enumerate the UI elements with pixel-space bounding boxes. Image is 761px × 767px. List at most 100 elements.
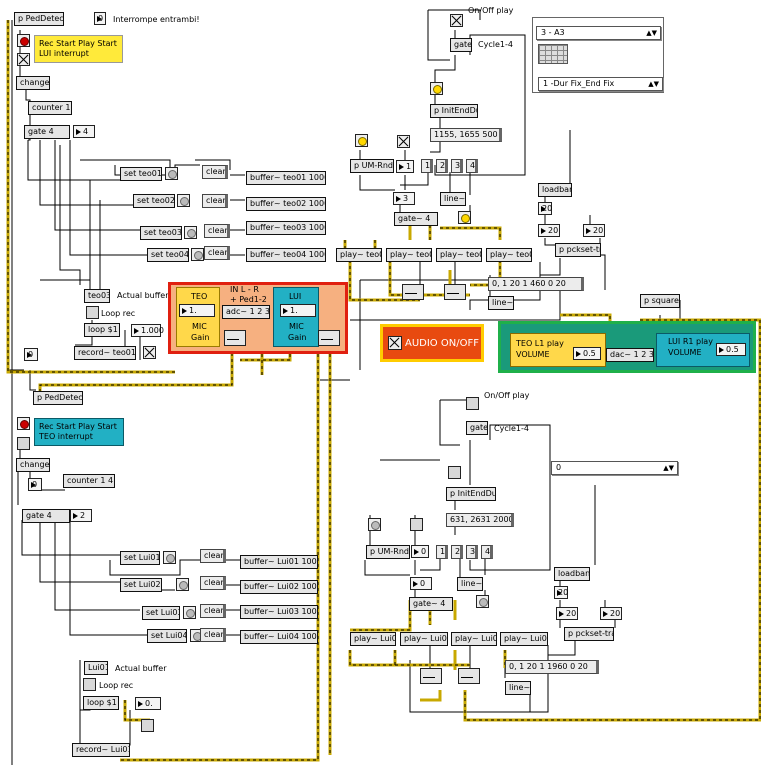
loadbang-lui[interactable]: loadbang [554,567,590,581]
p-umrnd-object[interactable]: p UM-Rnd [350,159,394,173]
bang-lui02[interactable] [176,578,189,591]
mix-meter-b-lui[interactable] [458,668,480,684]
init-end-msg-lui[interactable]: 631, 2631 2000 [446,513,514,527]
play-lui02[interactable]: play~ Lui02 [400,632,448,646]
teo-volume-number[interactable]: 0.5 [573,347,601,360]
loadbang-number[interactable]: 20 [538,202,552,215]
bang-lui04[interactable] [190,629,203,642]
bang-teo02[interactable] [177,194,190,207]
msg-1[interactable]: 1 [421,159,433,173]
loop-rec-toggle-lui[interactable] [83,678,96,691]
p-square-object[interactable]: p square [640,294,680,308]
buffer-lui04[interactable]: buffer~ Lui04 10000 [240,630,318,644]
p-initenddur-lui[interactable]: p InitEndDur [446,487,496,501]
clear-teo03[interactable]: clear [204,224,230,238]
clear-teo02[interactable]: clear [202,194,228,208]
ped-detect-object[interactable]: p PedDetect [14,12,64,26]
set-teo03-msg[interactable]: set teo03 [140,226,182,240]
counter-lui[interactable]: counter 1 4 [63,474,115,488]
gate-number-lui[interactable]: 2 [70,509,92,522]
loop-rec-toggle[interactable] [86,306,99,319]
selector-number[interactable]: 3 [393,192,415,205]
umrnd-toggle[interactable] [397,135,410,148]
mix-meter-b[interactable] [444,284,466,300]
clear-lui01[interactable]: clear [200,549,226,563]
trap-number-b-lui[interactable]: 20 [600,607,622,620]
bang-teo01[interactable] [165,167,178,180]
msg-4-lui[interactable]: 4 [481,545,493,559]
rec-start-bang-lui[interactable] [17,417,30,430]
trap-number-b[interactable]: 20 [583,224,605,237]
preset-menu[interactable]: 3 - A3▲▼ [536,26,661,40]
p-initenddur-object[interactable]: p InitEndDur [430,104,478,118]
mix-meter-a-lui[interactable] [420,668,442,684]
umrnd-bang[interactable] [355,134,368,147]
buffer-lui02[interactable]: buffer~ Lui02 10000 [240,580,318,594]
umrnd-number[interactable]: 1 [396,160,414,173]
buffer-teo02[interactable]: buffer~ teo02 10000 [246,197,326,211]
set-lui04[interactable]: set Lui04 [147,629,187,643]
line-object-2[interactable]: line~ [488,296,514,310]
index-number[interactable]: 0 [24,348,38,361]
bang-teo04[interactable] [191,248,204,261]
duration-menu[interactable]: 1 -Dur Fix_End Fix▲▼ [538,77,663,91]
bang-lui03[interactable] [183,606,196,619]
set-teo02-msg[interactable]: set teo02 [133,194,175,208]
mix-meter-a[interactable] [402,284,424,300]
line-envelope-msg[interactable]: 0, 1 20 1 460 0 20 [488,277,584,291]
ped-detect-lui[interactable]: p PedDetect [33,391,83,405]
gate-object[interactable]: gate [450,38,472,52]
msg-2-lui[interactable]: 2 [451,545,463,559]
buffer-lui03[interactable]: buffer~ Lui03 10000 [240,605,318,619]
record-toggle[interactable] [143,346,156,359]
counter-object[interactable]: counter 1 4 [28,101,72,115]
loadbang-number-lui[interactable]: 20 [554,586,568,599]
menu-zero[interactable]: 0▲▼ [551,461,678,475]
clear-teo04[interactable]: clear [204,246,230,260]
rate-number[interactable]: 1.000 [131,324,164,337]
line-envelope-msg-lui[interactable]: 0, 1 20 1 1960 0 20 [505,660,599,674]
pckset-trap-object[interactable]: p pckset-trap [555,243,601,257]
set-lui01[interactable]: set Lui01 [120,551,160,565]
msg-2[interactable]: 2 [436,159,448,173]
msg-1-lui[interactable]: 1 [436,545,448,559]
play-lui03[interactable]: play~ Lui03 [451,632,497,646]
msg-4[interactable]: 4 [466,159,478,173]
set-lui03[interactable]: set Lui03 [142,606,180,620]
line-object-2-lui[interactable]: line~ [505,681,531,695]
buffer-teo01[interactable]: buffer~ teo01 10000 [246,171,326,185]
trap-number-a-lui[interactable]: 20 [556,607,578,620]
gate-number[interactable]: 4 [73,125,95,138]
set-teo04-msg[interactable]: set teo04 [147,248,189,262]
bang-lui01[interactable] [163,551,176,564]
clear-lui04[interactable]: clear [200,628,226,642]
gate4-lui[interactable]: gate 4 [22,509,70,523]
gate-bang[interactable] [458,211,471,224]
line-object[interactable]: line~ [440,192,466,206]
gate-tilde-4[interactable]: gate~ 4 [394,212,438,226]
lui-signal-meter[interactable] [318,330,340,346]
buffer-teo04[interactable]: buffer~ teo04 10000 [246,248,326,262]
gate-tilde-4-lui[interactable]: gate~ 4 [409,597,453,611]
loop-msg-lui[interactable]: loop $1 [83,696,119,710]
teo-gain-number[interactable]: 1. [179,304,215,317]
index-number-lui[interactable]: 0 [28,478,42,491]
selector-number-lui[interactable]: 0 [410,577,432,590]
set-lui02[interactable]: set Lui02 [120,578,162,592]
trap-number-a[interactable]: 20 [538,224,560,237]
gate-bang-lui[interactable] [476,595,489,608]
loadbang-object[interactable]: loadbang [538,183,572,197]
lui-gain-number[interactable]: 1. [280,304,316,317]
cycle-bang[interactable] [430,82,443,95]
line-object-lui[interactable]: line~ [457,577,483,591]
play-teo03[interactable]: play~ teo03 [436,248,482,262]
adc-object[interactable]: adc~ 1 2 3 4 [222,305,270,319]
clear-lui02[interactable]: clear [200,576,226,590]
rec-start-bang[interactable] [17,34,30,47]
lui01-message[interactable]: Lui01 [84,661,108,675]
umrnd-toggle-lui[interactable] [410,518,423,531]
record-toggle-lui[interactable] [141,719,154,732]
msg-3[interactable]: 3 [451,159,463,173]
umrnd-number-lui[interactable]: 0 [411,545,429,558]
umrnd-bang-lui[interactable] [368,518,381,531]
